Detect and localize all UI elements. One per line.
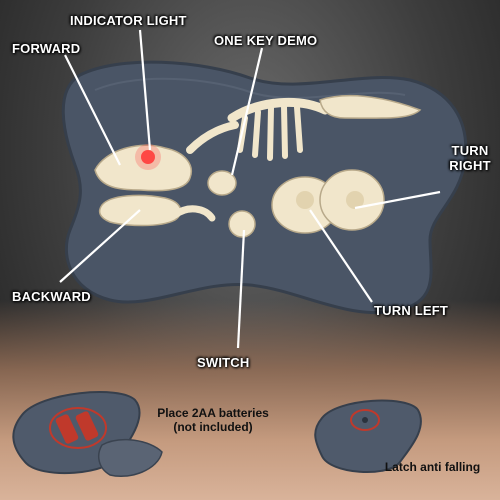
batteries-caption-line2: (not included)	[173, 420, 253, 434]
latch-caption: Latch anti falling	[384, 460, 481, 474]
turn-right-label-line2: RIGHT	[449, 158, 491, 173]
batteries-caption: Place 2AA batteries (not included)	[133, 406, 293, 434]
tail	[319, 94, 422, 119]
indicator-light-icon	[141, 150, 155, 164]
switch-button[interactable]	[228, 210, 256, 238]
one-key-demo-label: ONE KEY DEMO	[214, 33, 318, 48]
backward-label: BACKWARD	[12, 289, 91, 304]
switch-label: SWITCH	[197, 355, 250, 370]
battery-compartment-image	[12, 391, 163, 477]
latch-icon	[362, 417, 368, 423]
one-key-demo-button[interactable]	[207, 170, 237, 196]
latch-image	[314, 399, 422, 473]
turn-left-label: TURN LEFT	[374, 303, 449, 318]
indicator-light-label: INDICATOR LIGHT	[70, 13, 187, 28]
battery-icon	[75, 411, 99, 441]
batteries-caption-line1: Place 2AA batteries	[157, 406, 269, 420]
forward-button[interactable]	[94, 144, 192, 192]
turn-right-label-line1: TURN	[451, 143, 489, 158]
turn-right-label: TURN RIGHT	[445, 143, 495, 173]
battery-cover	[97, 438, 163, 477]
controller-body	[61, 60, 468, 315]
battery-icon	[55, 414, 79, 444]
forward-label: FORWARD	[12, 41, 81, 56]
callout-lines	[59, 29, 441, 349]
